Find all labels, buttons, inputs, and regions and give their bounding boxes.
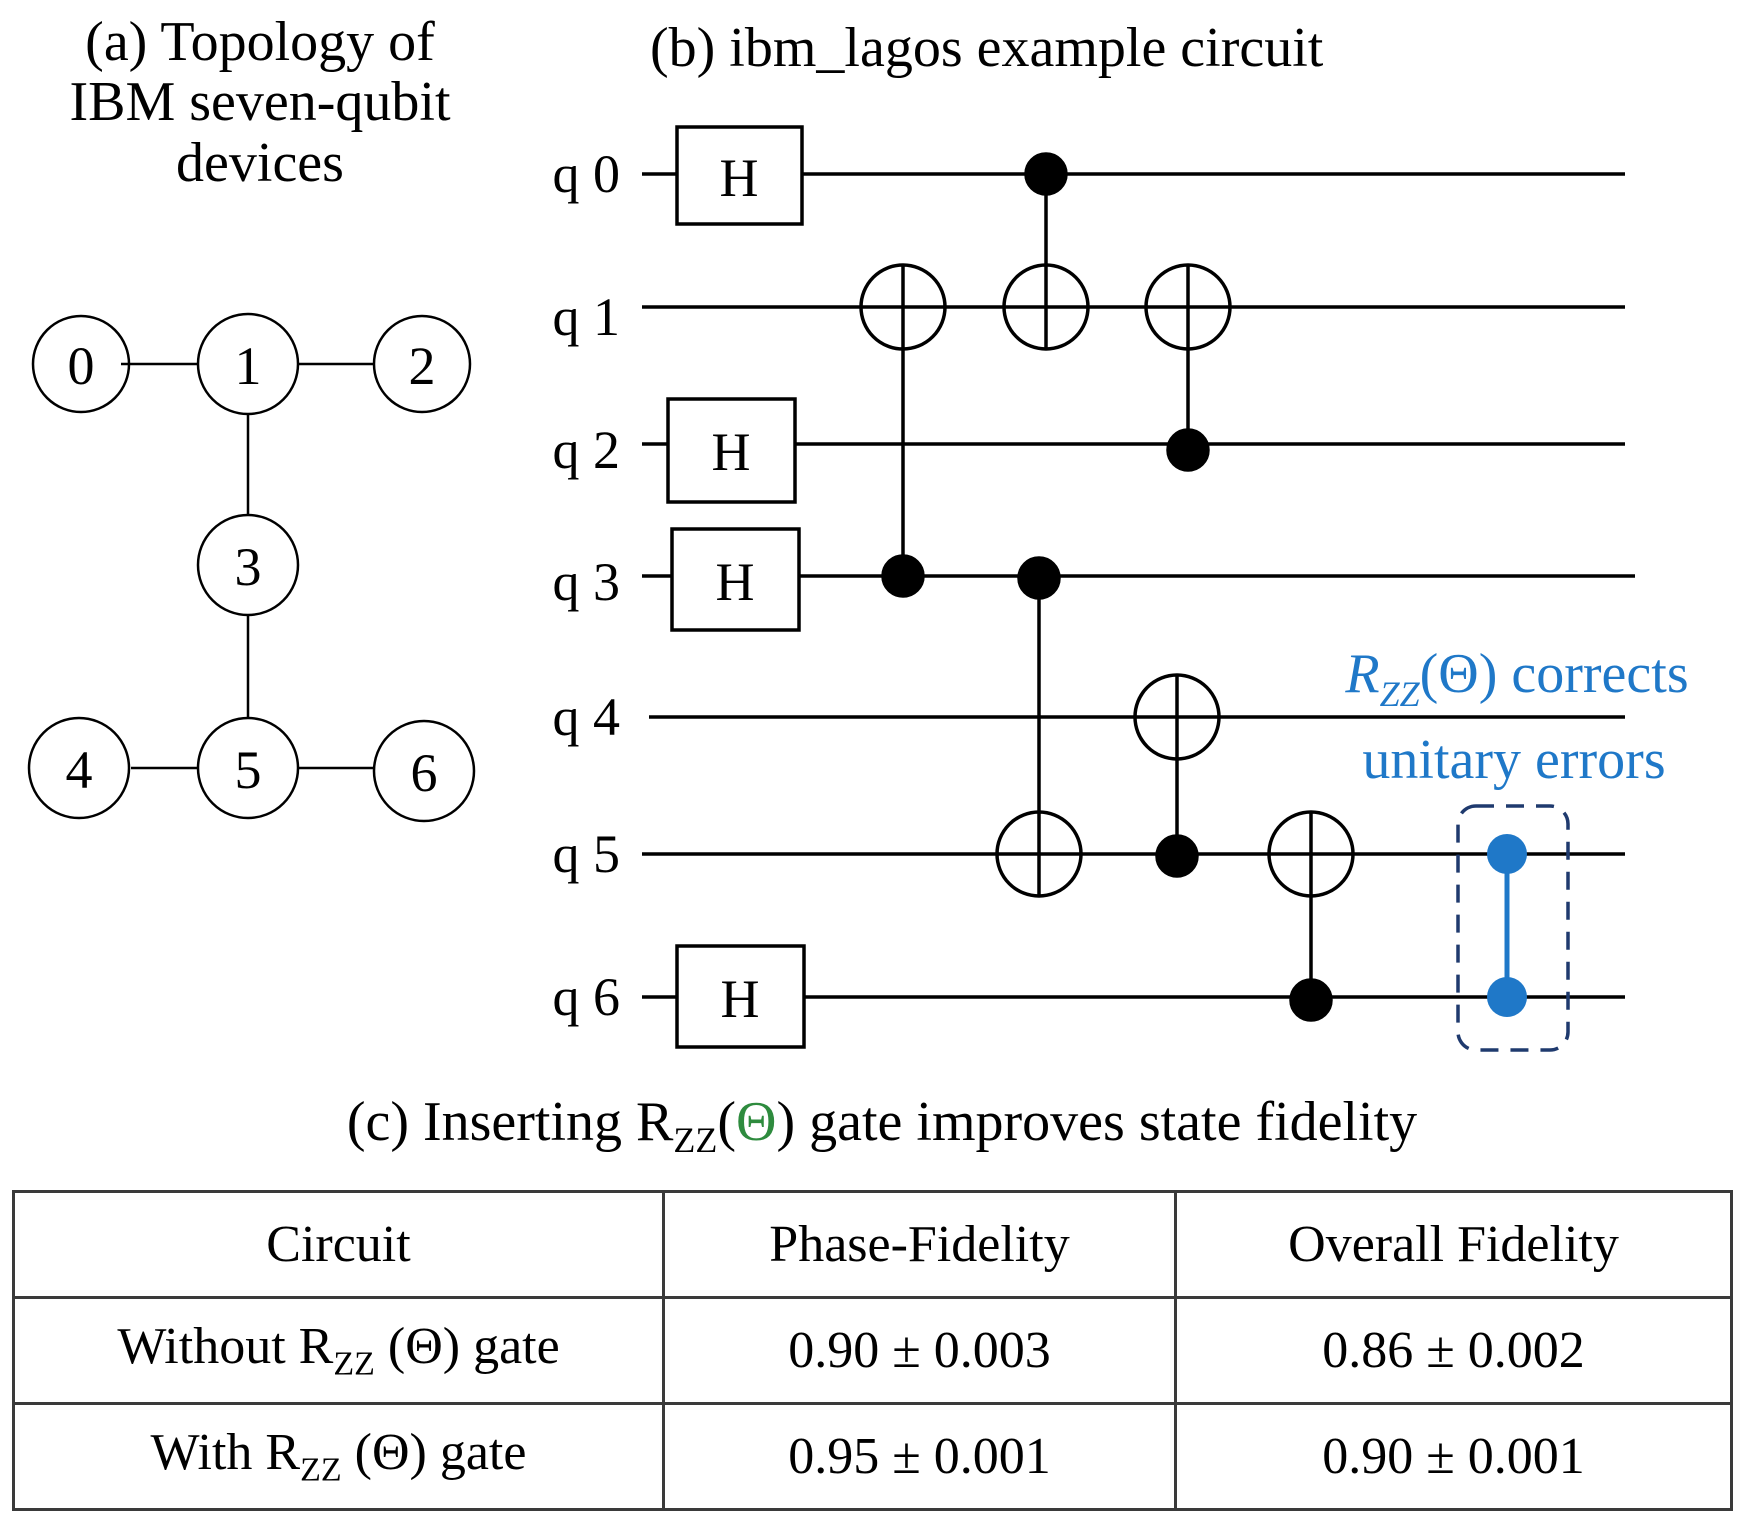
caption-c-theta: Θ [736, 1091, 777, 1153]
overall-fidelity-cell: 0.90 ± 0.001 [1174, 1402, 1733, 1511]
qubit-label-q2: q 2 [553, 420, 621, 480]
h-gate-label: H [712, 422, 751, 482]
header-phase-fidelity: Phase-Fidelity [662, 1190, 1177, 1299]
qubit-label-q1: q 1 [553, 287, 621, 347]
cnot-q0-to-q1 [1002, 152, 1090, 351]
table-row: Without RZZ (Θ) gate 0.90 ± 0.003 0.86 ±… [12, 1296, 1733, 1405]
caption-c-paren: ( [717, 1091, 737, 1153]
header-overall-fidelity: Overall Fidelity [1174, 1190, 1733, 1299]
qubit-label-q5: q 5 [553, 824, 621, 884]
table-header-row: Circuit Phase-Fidelity Overall Fidelity [12, 1190, 1733, 1299]
h-gate-q2: H [666, 397, 797, 504]
topology-node-label: 3 [235, 537, 262, 597]
topology-node-label: 1 [235, 336, 262, 396]
rzz-highlight-box [1456, 804, 1570, 1052]
h-gate-label: H [721, 969, 760, 1029]
topology-node-label: 6 [411, 743, 438, 803]
h-gate-label: H [716, 552, 755, 612]
panel-a-caption: (a) Topology of IBM seven-qubit devices [69, 11, 451, 194]
rzz-annotation-line2: unitary errors [1362, 729, 1665, 791]
h-gate-q3: H [670, 527, 801, 632]
qubit-label-q6: q 6 [553, 967, 621, 1027]
table-row: With RZZ (Θ) gate 0.95 ± 0.001 0.90 ± 0.… [12, 1402, 1733, 1511]
rzz-gate [1456, 804, 1570, 1052]
h-gate-q6: H [675, 944, 806, 1049]
topology-node-label: 4 [66, 740, 93, 800]
cnot-control [1155, 834, 1199, 878]
circuit-cell-sub: ZZ [300, 1451, 342, 1489]
phase-fidelity-cell: 0.90 ± 0.003 [662, 1296, 1177, 1405]
topology-node-label: 5 [235, 740, 262, 800]
topology-node-label: 2 [409, 336, 436, 396]
rzz-annotation-line1: RZZ(Θ) corrects [1344, 643, 1688, 714]
cnot-control [881, 554, 925, 598]
qubit-label-q3: q 3 [553, 552, 621, 612]
cnot-control [1166, 428, 1210, 472]
topology-node-2 [372, 314, 472, 414]
cnot-control [1289, 978, 1333, 1022]
cnot-q3-to-q5 [995, 556, 1083, 898]
caption-c-sub: ZZ [673, 1120, 718, 1161]
topology-node-5 [196, 716, 300, 820]
circuit-cell-pre: Without R [117, 1318, 334, 1376]
overall-fidelity-cell: 0.86 ± 0.002 [1174, 1296, 1733, 1405]
circuit-cell-pre: With R [150, 1424, 301, 1482]
cnot-q2-to-q1 [1144, 263, 1232, 472]
topology-node-3 [196, 513, 300, 617]
qubit-label-q0: q 0 [553, 144, 621, 204]
cnot-control [1017, 556, 1061, 600]
circuit-cell: With RZZ (Θ) gate [12, 1402, 665, 1511]
h-gate-q0: H [675, 125, 804, 226]
cnot-q6-to-q5 [1267, 810, 1355, 1022]
cnot-q3-to-q1 [859, 263, 947, 598]
circuit-cell-post: (Θ) gate [341, 1424, 527, 1482]
topology-graph [27, 312, 476, 823]
caption-c-post: ) gate improves state fidelity [776, 1091, 1418, 1153]
topology-node-0 [31, 314, 131, 414]
phase-fidelity-cell: 0.95 ± 0.001 [662, 1402, 1177, 1511]
panel-c-caption: (c) Inserting RZZ(Θ) gate improves state… [0, 1092, 1764, 1160]
rzz-control [1487, 834, 1527, 874]
rzz-control [1487, 977, 1527, 1017]
circuit-cell-sub: ZZ [333, 1345, 375, 1383]
caption-c-pre: (c) Inserting R [346, 1091, 674, 1153]
qubit-label-q4: q 4 [553, 687, 621, 747]
fidelity-table: Circuit Phase-Fidelity Overall Fidelity … [12, 1190, 1733, 1511]
cnot-control [1024, 152, 1068, 196]
panel-b-caption: (b) ibm_lagos example circuit [650, 17, 1324, 79]
circuit-cell-post: (Θ) gate [374, 1318, 560, 1376]
circuit-cell: Without RZZ (Θ) gate [12, 1296, 665, 1405]
topology-node-1 [196, 312, 300, 416]
cnot-q5-to-q4 [1133, 673, 1221, 878]
header-circuit: Circuit [12, 1190, 665, 1299]
topology-node-6 [372, 719, 476, 823]
topology-node-label: 0 [68, 336, 95, 396]
topology-node-4 [27, 716, 131, 820]
h-gate-label: H [720, 148, 759, 208]
